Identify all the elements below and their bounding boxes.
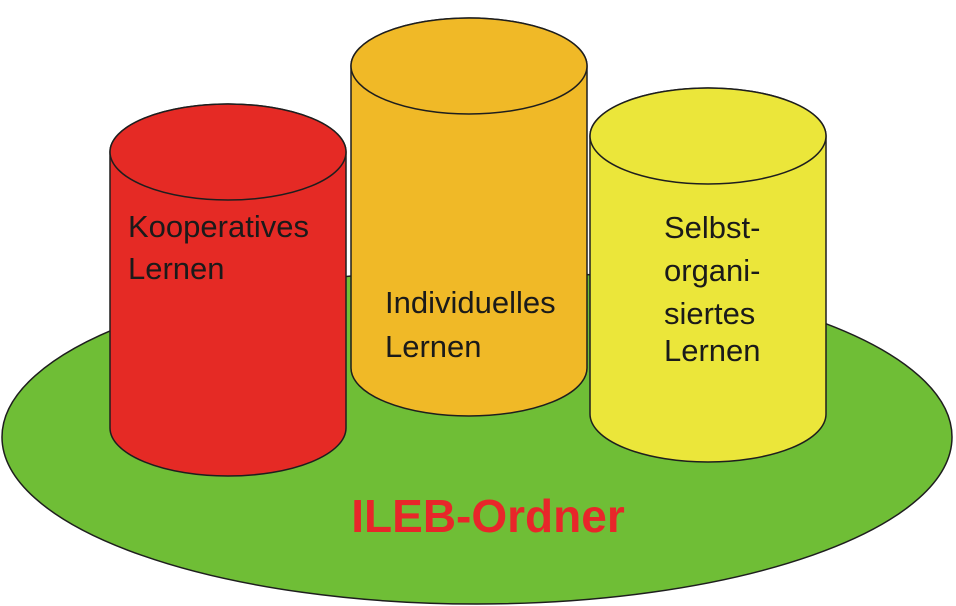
cylinder-individuelles-line-1: Individuelles <box>385 285 556 320</box>
cylinder-selbstorganisiertes: Selbst- organi- siertes Lernen <box>589 87 827 463</box>
cylinder-selbstorganisiertes-line-3: siertes <box>664 296 755 331</box>
cylinder-individuelles: Individuelles Lernen <box>350 17 588 417</box>
cylinder-kooperatives-line-2: Lernen <box>128 251 225 286</box>
cylinder-selbstorganisiertes-top <box>589 87 827 185</box>
cylinder-selbstorganisiertes-line-4: Lernen <box>664 333 761 368</box>
cylinder-kooperatives: Kooperatives Lernen <box>109 103 347 477</box>
cylinder-selbstorganisiertes-line-2: organi- <box>664 253 761 288</box>
cylinder-individuelles-line-2: Lernen <box>385 329 482 364</box>
cylinder-kooperatives-label: Kooperatives Lernen <box>128 209 318 286</box>
cylinder-selbstorganisiertes-line-1: Selbst- <box>664 210 760 245</box>
cylinder-individuelles-top <box>350 17 588 115</box>
cylinder-kooperatives-top <box>109 103 347 201</box>
cylinder-individuelles-label: Individuelles Lernen <box>385 285 564 364</box>
cylinder-selbstorganisiertes-label: Selbst- organi- siertes Lernen <box>664 210 769 368</box>
base-label: ILEB-Ordner <box>351 490 625 542</box>
cylinder-kooperatives-line-1: Kooperatives <box>128 209 309 244</box>
